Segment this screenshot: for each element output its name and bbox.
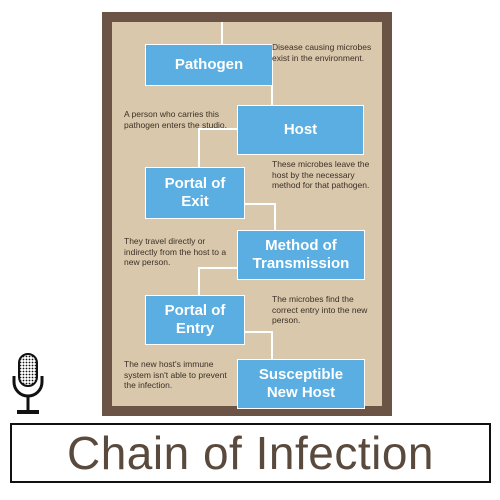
step-box-portal-of-entry: Portal of Entry — [145, 295, 245, 345]
step-description-portal-of-entry: The microbes find the correct entry into… — [272, 294, 368, 325]
microphone-icon — [12, 353, 44, 414]
page-title: Chain of Infection — [66, 427, 434, 479]
title-banner: Chain of Infection — [10, 423, 491, 483]
poster-frame: Pathogen Disease causing microbes exist … — [102, 12, 392, 416]
step-description-susceptible-new-host: The new host's immune system isn't able … — [124, 359, 227, 390]
step-description-method-of-transmission: They travel directly or indirectly from … — [124, 236, 227, 267]
step-description-host: A person who carries this pathogen enter… — [124, 109, 228, 130]
step-box-pathogen: Pathogen — [145, 44, 273, 86]
step-description-pathogen: Disease causing microbes exist in the en… — [272, 42, 372, 63]
step-box-portal-of-exit: Portal of Exit — [145, 167, 245, 219]
connector-line — [198, 128, 237, 167]
step-box-method-of-transmission: Method of Transmission — [237, 230, 365, 280]
poster-panel: Pathogen Disease causing microbes exist … — [112, 22, 382, 409]
connector-line — [198, 267, 237, 295]
step-box-susceptible-new-host: Susceptible New Host — [237, 359, 365, 409]
step-description-portal-of-exit: These microbes leave the host by the nec… — [272, 159, 370, 190]
step-box-host: Host — [237, 105, 364, 155]
